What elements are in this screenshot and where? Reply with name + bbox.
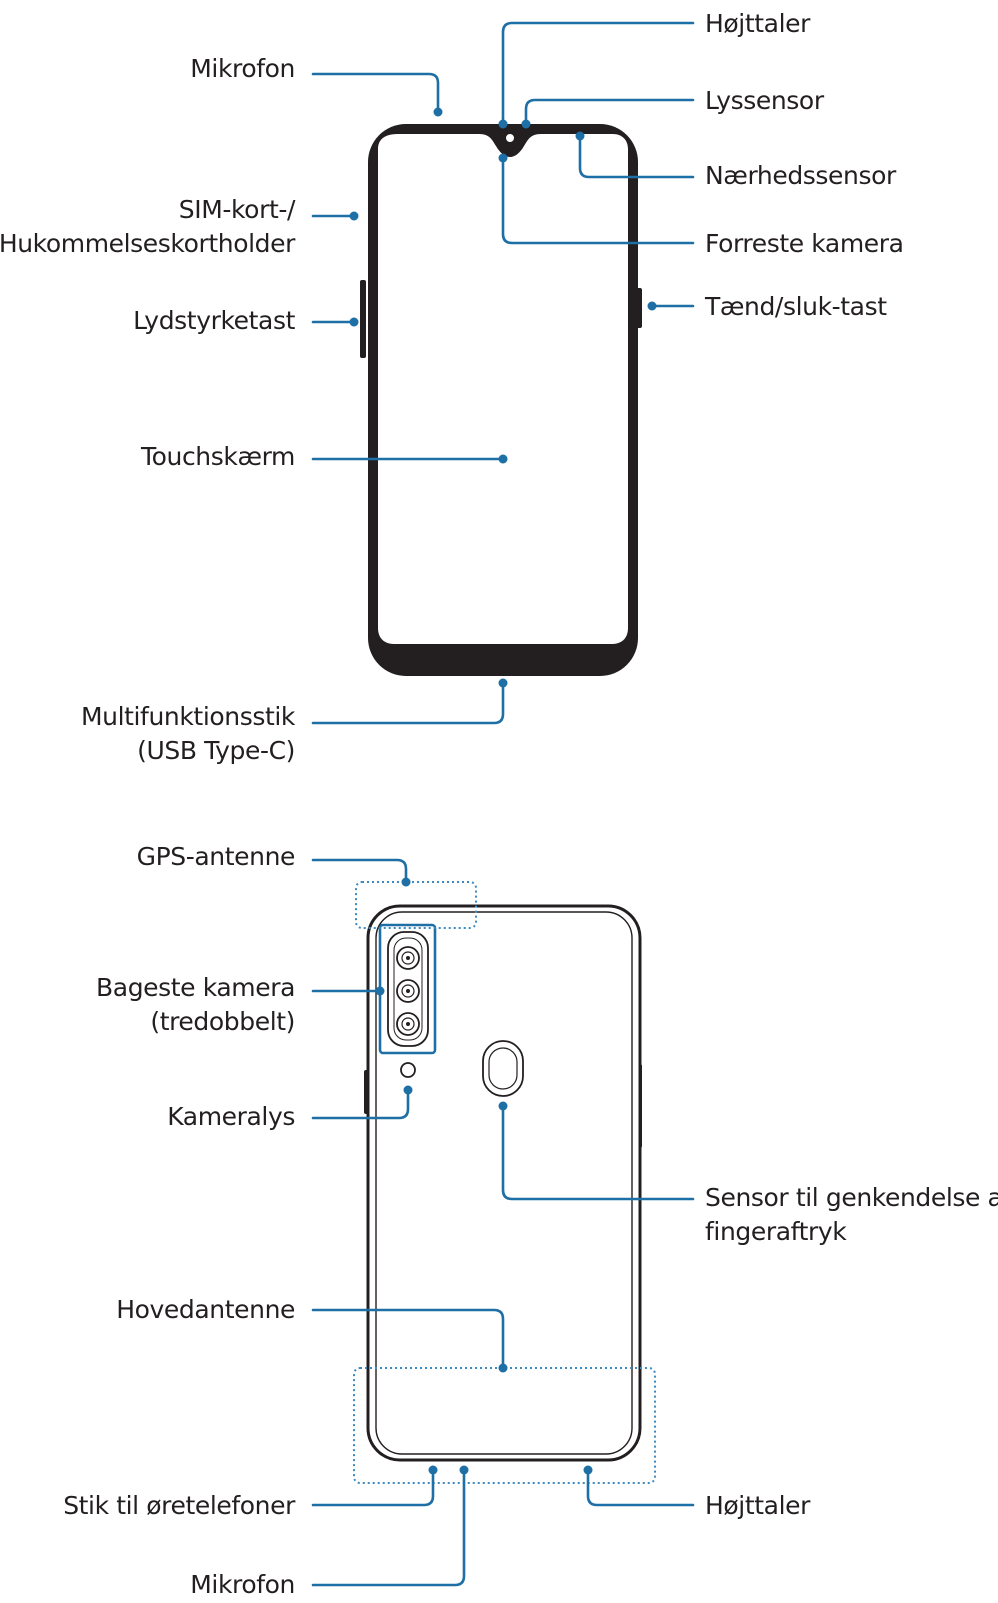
label-volume-key: Lydstyrketast (133, 306, 295, 335)
label-proximity-sensor: Nærhedssensor (705, 161, 896, 190)
front-leaders (311, 21, 695, 725)
dot-power-key (647, 301, 657, 311)
main-antenna-zone (353, 1367, 656, 1484)
label-usb-line1: Multifunktionsstik (80, 702, 295, 731)
label-power-key: Tænd/sluk-tast (705, 292, 887, 321)
dot-fingerprint (498, 1101, 508, 1111)
camera-lens-3 (396, 1012, 420, 1036)
label-bottom-speaker: Højttaler (705, 1491, 810, 1520)
leader-gps (311, 858, 408, 884)
leader-mic-top (311, 72, 440, 114)
dot-rear-camera (375, 986, 385, 996)
label-front-camera: Forreste kamera (705, 229, 904, 258)
leader-earphone-jack (311, 1468, 435, 1507)
dot-volume-key (349, 317, 359, 327)
label-flash: Kameralys (167, 1102, 295, 1131)
label-fingerprint-line1: Sensor til genkendelse af (705, 1183, 998, 1212)
label-usb-line2: (USB Type-C) (137, 736, 295, 765)
dot-earphone-jack (428, 1465, 438, 1475)
camera-flash (400, 1062, 416, 1078)
back-view (353, 881, 656, 1484)
label-bottom-mic: Mikrofon (190, 1570, 295, 1599)
volume-key-shape (360, 280, 366, 358)
leader-fingerprint (501, 1104, 695, 1201)
label-light-sensor: Lyssensor (705, 86, 824, 115)
leader-main-antenna (311, 1308, 505, 1370)
dot-main-antenna (498, 1363, 508, 1373)
leader-bottom-mic (311, 1468, 466, 1587)
camera-lens-2 (396, 979, 420, 1003)
fingerprint-sensor-inner (488, 1047, 518, 1090)
touchscreen-area (378, 134, 628, 644)
label-rear-cam-line1: Bageste kamera (96, 973, 295, 1002)
dot-gps (401, 877, 411, 887)
label-fingerprint-line2: fingeraftryk (705, 1217, 847, 1246)
leader-flash (311, 1088, 410, 1120)
label-sim-line1: SIM-kort-/ (178, 195, 296, 224)
dot-front-camera (498, 153, 508, 163)
camera-lens-1 (396, 946, 420, 970)
dot-sim-tray (349, 211, 359, 221)
dot-bottom-speaker (583, 1465, 593, 1475)
leader-usb-port (311, 681, 505, 725)
leader-front-camera (501, 156, 695, 245)
back-leaders (311, 858, 695, 1587)
dot-usb-port (498, 678, 508, 688)
label-speaker-top: Højttaler (705, 9, 810, 38)
leader-speaker-top (501, 21, 695, 126)
dot-mic-top (433, 107, 443, 117)
leader-light-sensor (524, 98, 695, 126)
front-camera-lens (504, 132, 516, 144)
dot-flash (403, 1085, 413, 1095)
leader-bottom-speaker (586, 1468, 695, 1507)
label-sim-line2: Hukommelseskortholder (0, 229, 295, 258)
dot-bottom-mic (459, 1465, 469, 1475)
label-touchscreen: Touchskærm (141, 442, 295, 471)
label-earphone-jack: Stik til øretelefoner (63, 1491, 295, 1520)
dot-touchscreen (498, 454, 508, 464)
dot-light-sensor (521, 119, 531, 129)
leader-proximity-sensor (578, 134, 695, 179)
dot-proximity-sensor (575, 131, 585, 141)
label-main-antenna: Hovedantenne (116, 1295, 295, 1324)
label-gps: GPS-antenne (136, 842, 296, 871)
front-view (360, 124, 642, 676)
label-rear-cam-line2: (tredobbelt) (150, 1007, 295, 1036)
label-mic-top: Mikrofon (190, 54, 295, 83)
dot-speaker-top (498, 119, 508, 129)
